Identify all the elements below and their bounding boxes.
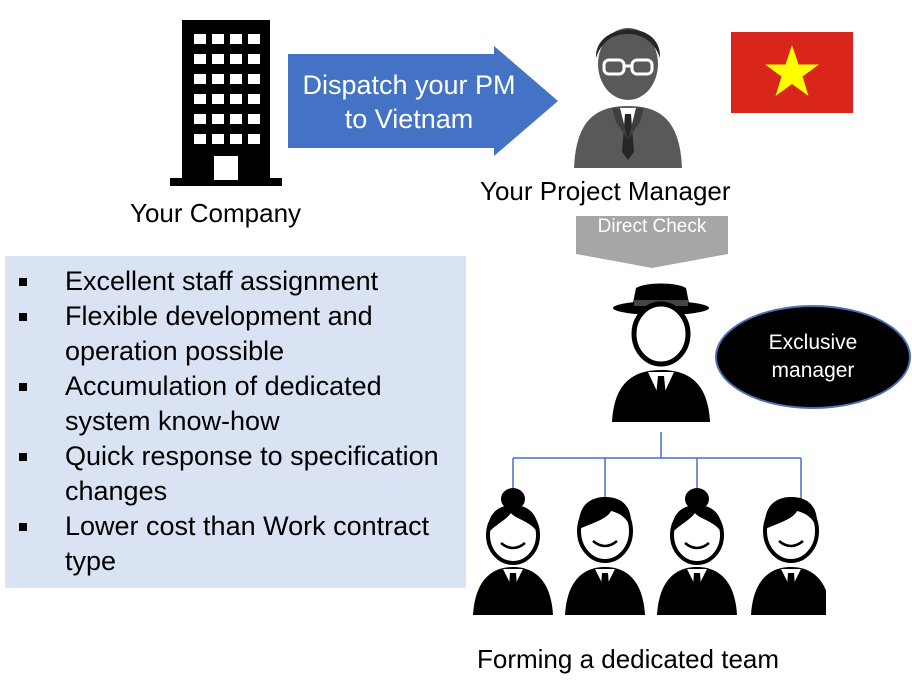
team-label: Forming a dedicated team xyxy=(477,644,780,674)
exclusive-manager-badge: Exclusive manager xyxy=(715,305,911,409)
project-manager-icon xyxy=(574,28,682,168)
bullet-icon xyxy=(19,453,27,461)
team-members xyxy=(471,487,826,615)
dispatch-arrow xyxy=(288,46,558,156)
vietnam-flag-icon xyxy=(731,32,853,113)
benefit-item: Accumulation of dedicated system know-ho… xyxy=(5,369,455,439)
team-member-icon xyxy=(563,495,647,615)
manager-fedora-icon xyxy=(612,283,710,422)
dispatch-arrow-label: Dispatch your PM to Vietnam xyxy=(302,70,516,134)
bullet-icon xyxy=(19,383,27,391)
direct-check-label: Direct Check xyxy=(597,216,707,237)
bullet-icon xyxy=(19,523,27,531)
benefit-text: Quick response to specification changes xyxy=(65,441,439,506)
bullet-icon xyxy=(19,278,27,286)
benefit-item: Quick response to specification changes xyxy=(5,439,455,509)
direct-check-arrow xyxy=(576,216,728,268)
project-manager-label: Your Project Manager xyxy=(480,176,731,206)
team-member-icon xyxy=(471,487,555,615)
benefit-item: Lower cost than Work contract type xyxy=(5,509,455,579)
benefit-text: Accumulation of dedicated system know-ho… xyxy=(65,371,382,436)
benefit-text: Excellent staff assignment xyxy=(65,266,379,296)
office-building-icon xyxy=(170,20,282,186)
benefit-item: Flexible development and operation possi… xyxy=(5,299,455,369)
bullet-icon xyxy=(19,313,27,321)
exclusive-manager-label: Exclusive manager xyxy=(768,331,858,382)
benefits-panel: Excellent staff assignment Flexible deve… xyxy=(5,256,466,588)
benefit-item: Excellent staff assignment xyxy=(5,264,455,299)
team-member-icon xyxy=(655,487,739,615)
benefit-text: Lower cost than Work contract type xyxy=(65,511,430,576)
benefits-list: Excellent staff assignment Flexible deve… xyxy=(5,256,466,579)
team-member-icon xyxy=(749,495,826,615)
company-label: Your Company xyxy=(130,198,302,228)
benefit-text: Flexible development and operation possi… xyxy=(65,301,373,366)
